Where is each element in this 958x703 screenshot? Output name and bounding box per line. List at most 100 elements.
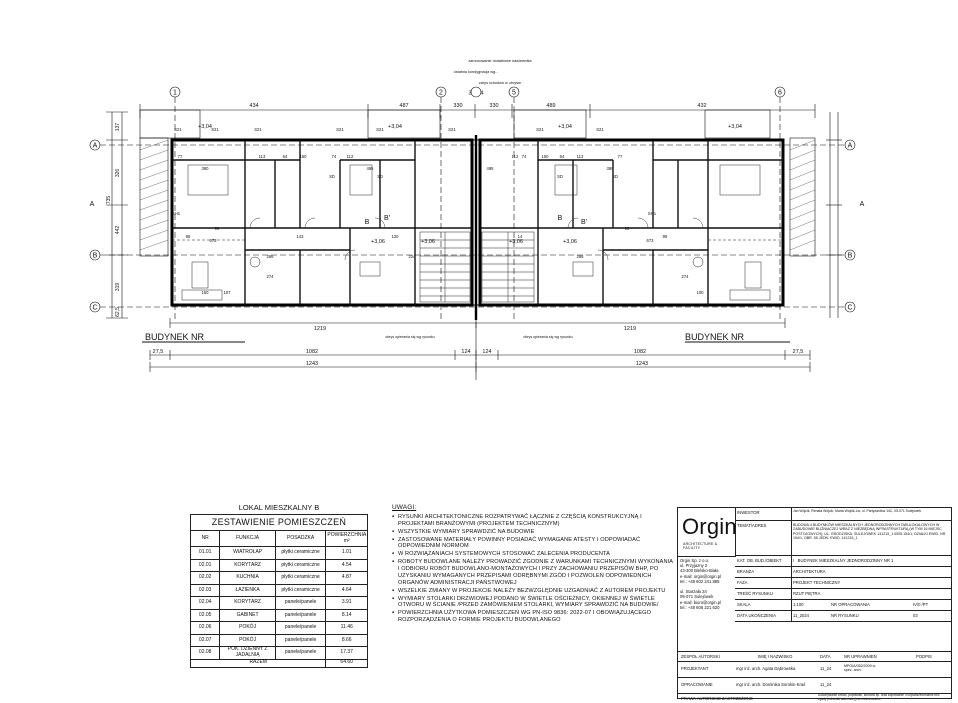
table-cell: 02.07 xyxy=(189,633,221,647)
unit-label: LOKAL MIESZKALNY B xyxy=(238,503,320,512)
nrop-value: IV/0 /PT xyxy=(913,602,929,607)
dimension: 330 xyxy=(489,103,498,109)
room-dimension: 495 xyxy=(487,166,495,171)
room-dimension: 274 xyxy=(682,274,690,279)
row-branza: BRANŻA ARCHITEKTURA xyxy=(735,567,951,578)
bh-sign: PODPIS xyxy=(916,654,932,659)
skala-label: SKALA xyxy=(737,602,751,607)
level-mark: +3,06 xyxy=(563,239,577,245)
axis-label: 1 xyxy=(173,90,177,97)
table-cell: panele/panele xyxy=(274,646,327,660)
room-dimension: 74 xyxy=(332,154,337,159)
dimension: 434 xyxy=(249,103,258,109)
r2-name: mgr inż. arch. Dominika Sorokin-Kraś xyxy=(736,682,806,687)
window-mark: S21 xyxy=(336,127,344,132)
address-line: 43-300 Bielsko-Biała xyxy=(680,568,719,574)
table-cell: 02.01 xyxy=(189,558,221,572)
skala-row: 1:100 NR OPRACOWANIA IV/0 /PT xyxy=(793,602,949,607)
building-label: BUDYNEK NR xyxy=(685,332,745,342)
room-dimension: 380 xyxy=(607,166,615,171)
tresc-value: RZUT PIĘTRA xyxy=(793,591,821,596)
plan-note: zarys schodów w obrysie xyxy=(479,81,521,85)
title-grid: INWESTOR Jan Wójcik, Renata Wójcik, Mart… xyxy=(735,508,951,622)
window-mark: S21 xyxy=(596,127,604,132)
dimension: 1219 xyxy=(624,326,636,332)
axis-label: 4 xyxy=(480,91,483,97)
note-item: W ROZWIĄZANIACH SYSTEMOWYCH STOSOWAĆ ZAL… xyxy=(392,551,674,558)
bh-name: IMIĘ I NAZWISKO xyxy=(758,654,793,659)
axis-label: A xyxy=(93,143,98,150)
window-mark: S21 xyxy=(536,127,544,132)
bh-date: DATA xyxy=(820,654,831,659)
dimension: 137 xyxy=(115,123,121,132)
note-item: WSZELKIE ZMIANY W PROJEKCIE NALEŻY BEZWZ… xyxy=(392,588,674,595)
window-mark: SH1 xyxy=(172,211,181,216)
address-line: e-mail: biuro@orgin.pl xyxy=(680,599,722,605)
row-temat: TEMAT/ADRES BUDOWA 4 BUDYNKÓW MIESZKALNY… xyxy=(735,521,951,556)
axis-label: B xyxy=(848,253,853,260)
window-mark: SH1 xyxy=(648,211,657,216)
dimension: 319 xyxy=(115,283,121,292)
table-cell: panele/panele xyxy=(274,608,327,622)
table-cell: 02.04 xyxy=(189,596,221,610)
room-dimension: 495 xyxy=(367,166,375,171)
room-dimension: 74 xyxy=(522,154,527,159)
table-cell: 01.01 xyxy=(189,546,221,560)
room-dimension: 380 xyxy=(202,166,210,171)
section-mark: B xyxy=(365,219,370,226)
note-item: ZASTOSOWANE MATERIAŁY POWINNY POSIADAĆ W… xyxy=(392,537,674,551)
room-dimension: 112 xyxy=(512,154,519,159)
table-cell: płytki ceramiczne xyxy=(274,558,327,572)
table-cell: 4.54 xyxy=(325,558,368,572)
table-cell: POKÓJ xyxy=(219,621,276,635)
dimension: 124 xyxy=(482,349,491,355)
window-mark: S21 xyxy=(376,127,384,132)
row-faza: FAZA PROJEKT TECHNICZNY xyxy=(735,578,951,589)
note-item: WSZYSTKIE WYMIARY SPRAWDZIĆ NA BUDOWIE xyxy=(392,529,674,536)
kat-value: I BUDYNEK MIESZKALNY JEDNORODZINNY NR 1 xyxy=(793,558,949,563)
axis-label: C xyxy=(847,305,852,312)
r1-licence: MPOIA/052/2009 w spec. arch. xyxy=(844,664,876,672)
r1-name: mgr inż. arch. Agata Dąbrowska xyxy=(736,666,796,671)
copyright-label: PRAWA AUTORSKIE ZASTRZEŻONE xyxy=(681,696,753,701)
copyright-note: Dokonywanie zmian, poprawek, skrótów itp… xyxy=(818,693,940,701)
address-line: Orgin Sp. z o.o. xyxy=(680,558,710,563)
axis-label: 3 xyxy=(468,91,471,97)
logo-word: Orgin xyxy=(682,514,737,539)
data-label: DATA UKOŃCZENIA xyxy=(737,613,776,618)
authors-table: ZESPÓŁ AUTORSKI IMIĘ I NAZWISKO DATA NR … xyxy=(678,651,951,703)
room-dimension: 673 xyxy=(647,238,655,243)
table-cell: płytki ceramiczne xyxy=(274,546,327,560)
room-dimension: 113 xyxy=(259,154,266,159)
note-item: RYSUNKI ARCHITEKTONICZNE ROZPATRYWAĆ ŁĄC… xyxy=(392,514,674,528)
skala-value: 1:100 xyxy=(793,602,804,607)
plan-note: obrys opierania się wg rysunku xyxy=(523,335,572,339)
level-mark: +3,04 xyxy=(558,124,572,130)
room-dimension: 224 xyxy=(409,254,417,259)
room-dimension: 120 xyxy=(392,234,400,239)
table-cell: KUCHNIA xyxy=(219,571,276,585)
table-cell: płytki ceramiczne xyxy=(274,583,327,597)
dimension: 1243 xyxy=(306,361,318,367)
table-cell: 02.05 xyxy=(189,608,221,622)
axis-label: A xyxy=(848,143,853,150)
table-cell: 02.03 xyxy=(189,583,221,597)
dimension: 735 xyxy=(106,196,112,205)
address-line: tel.: +48 602 241 885 xyxy=(680,578,720,584)
note-item: POWIERZCHNIA UŻYTKOWA POMIESZCZEŃ WG PN-… xyxy=(392,610,674,624)
table-cell: panele/panele xyxy=(274,596,327,610)
r1-role: PROJEKTANT xyxy=(681,666,709,671)
r2-date: 11_24 xyxy=(820,682,832,687)
table-cell: 8.66 xyxy=(325,633,368,647)
table-cell: 3.91 xyxy=(325,596,368,610)
window-mark: S21 xyxy=(254,127,262,132)
table-cell: KORYTARZ xyxy=(219,596,276,610)
window-mark: S21 xyxy=(174,127,182,132)
nrrys-label: NR RYSUNKU xyxy=(831,613,859,618)
section-mark: B xyxy=(558,215,563,222)
table-cell: 02.06 xyxy=(189,621,221,635)
room-dimension: 90 xyxy=(625,226,630,231)
